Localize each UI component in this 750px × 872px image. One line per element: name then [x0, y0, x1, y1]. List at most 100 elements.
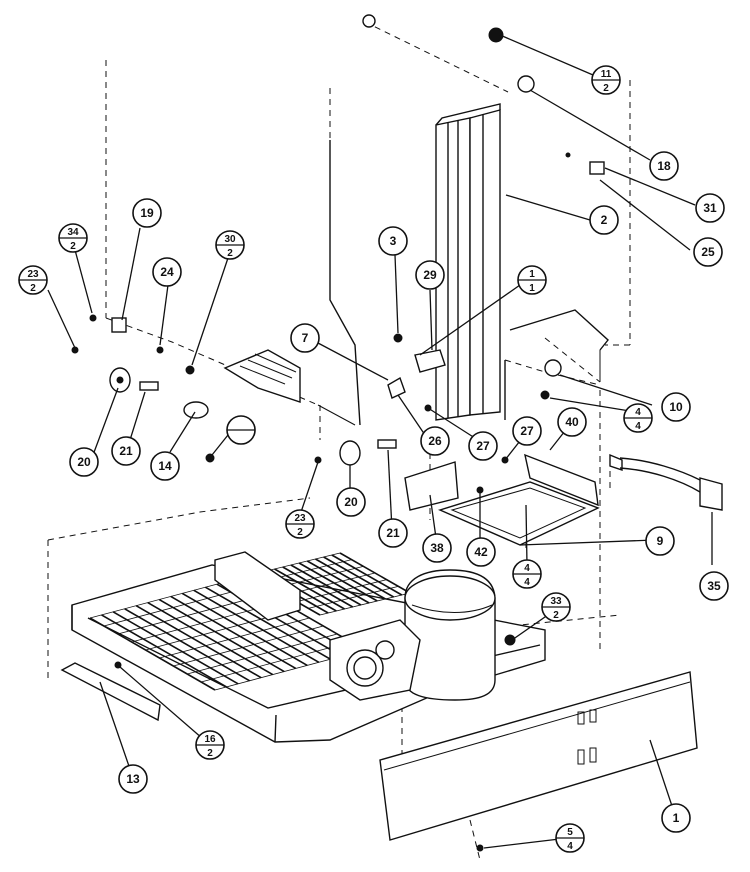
callout-23-2-upper: 23 2: [18, 265, 48, 295]
svg-text:20: 20: [77, 455, 91, 469]
coil-line: [159, 617, 310, 659]
callout-20-left: 20: [69, 447, 99, 477]
callout-4-4-lower: 4 4: [512, 559, 542, 589]
svg-text:18: 18: [657, 159, 671, 173]
svg-text:40: 40: [565, 415, 579, 429]
callout-20-center: 20: [336, 487, 366, 517]
coil-line: [204, 586, 331, 660]
svg-text:20: 20: [344, 495, 358, 509]
callout-25: 25: [693, 237, 723, 267]
svg-text:21: 21: [119, 444, 133, 458]
svg-text:4: 4: [524, 577, 530, 588]
condenser-coil: [89, 551, 411, 691]
svg-text:31: 31: [703, 201, 717, 215]
coil-line: [308, 585, 399, 609]
coil-line: [181, 592, 308, 667]
coil-line: [193, 589, 320, 664]
svg-text:29: 29: [423, 268, 437, 282]
callout-blank: [226, 415, 256, 445]
svg-text:1: 1: [529, 283, 535, 294]
coil-line: [158, 598, 285, 673]
svg-text:14: 14: [158, 459, 172, 473]
svg-text:24: 24: [160, 265, 174, 279]
svg-text:38: 38: [430, 541, 444, 555]
callout-3: 3: [378, 226, 408, 256]
callout-balloons: 11 2 18 31 25 2 19 34 2 30 2 3: [18, 65, 729, 853]
callout-18: 18: [649, 151, 679, 181]
svg-text:23: 23: [27, 269, 39, 280]
callout-27-right: 27: [512, 416, 542, 446]
svg-text:30: 30: [224, 234, 236, 245]
svg-text:42: 42: [474, 545, 488, 559]
compressor: [329, 569, 496, 701]
coil-line: [89, 577, 241, 619]
coil-line: [103, 585, 254, 627]
front-bracket: [60, 662, 161, 722]
vertical-channel-part: [435, 103, 501, 421]
callout-4-4-upper: 4 4: [623, 403, 653, 433]
svg-text:1: 1: [529, 269, 535, 280]
svg-text:13: 13: [126, 772, 140, 786]
callout-38: 38: [422, 533, 452, 563]
svg-text:35: 35: [707, 579, 721, 593]
callout-14: 14: [150, 451, 180, 481]
callout-24: 24: [152, 257, 182, 287]
svg-text:7: 7: [302, 331, 309, 345]
coil-line: [296, 579, 387, 603]
callout-5-4: 5 4: [555, 823, 585, 853]
coil-line: [170, 595, 297, 670]
svg-text:19: 19: [140, 206, 154, 220]
callout-26: 26: [420, 426, 450, 456]
power-cord: [609, 453, 723, 511]
svg-text:33: 33: [550, 596, 562, 607]
svg-text:1: 1: [673, 811, 680, 825]
coil-line: [89, 617, 216, 691]
svg-text:21: 21: [386, 526, 400, 540]
svg-text:16: 16: [204, 734, 216, 745]
callout-16-2: 16 2: [195, 730, 225, 760]
coil-line: [147, 601, 274, 676]
svg-text:2: 2: [70, 241, 76, 252]
svg-text:34: 34: [67, 227, 79, 238]
callout-21-left: 21: [111, 436, 141, 466]
callout-19: 19: [132, 198, 162, 228]
svg-text:5: 5: [567, 827, 573, 838]
callout-21-center: 21: [378, 518, 408, 548]
bracket-part: [223, 349, 301, 403]
callout-30-2: 30 2: [215, 230, 245, 260]
callout-23-2-lower: 23 2: [285, 509, 315, 539]
callout-34-2: 34 2: [58, 223, 88, 253]
coil-line: [101, 614, 227, 688]
svg-text:25: 25: [701, 245, 715, 259]
callout-13: 13: [118, 764, 148, 794]
svg-text:9: 9: [657, 534, 664, 548]
svg-text:11: 11: [601, 69, 612, 80]
svg-text:2: 2: [297, 527, 303, 538]
coil-line: [187, 633, 338, 675]
callout-1-1: 1 1: [517, 265, 547, 295]
coil-line: [173, 625, 324, 667]
hardware-parts: [71, 14, 605, 852]
svg-text:2: 2: [30, 283, 36, 294]
coil-line: [135, 604, 262, 679]
svg-text:2: 2: [207, 748, 213, 759]
callout-33-2: 33 2: [541, 592, 571, 622]
callout-9: 9: [645, 526, 675, 556]
leader-lines: [47, 34, 713, 849]
rear-panel-outline: [317, 140, 361, 426]
svg-text:2: 2: [601, 213, 608, 227]
svg-text:10: 10: [669, 400, 683, 414]
callout-27-left: 27: [468, 431, 498, 461]
svg-text:27: 27: [476, 439, 490, 453]
callout-42: 42: [466, 537, 496, 567]
svg-text:4: 4: [635, 407, 641, 418]
svg-text:3: 3: [390, 234, 397, 248]
callout-1: 1: [661, 803, 691, 833]
callout-10: 10: [661, 392, 691, 422]
svg-text:2: 2: [553, 610, 559, 621]
callout-2: 2: [589, 205, 619, 235]
coil-line: [319, 592, 411, 616]
coil-line: [124, 608, 251, 682]
